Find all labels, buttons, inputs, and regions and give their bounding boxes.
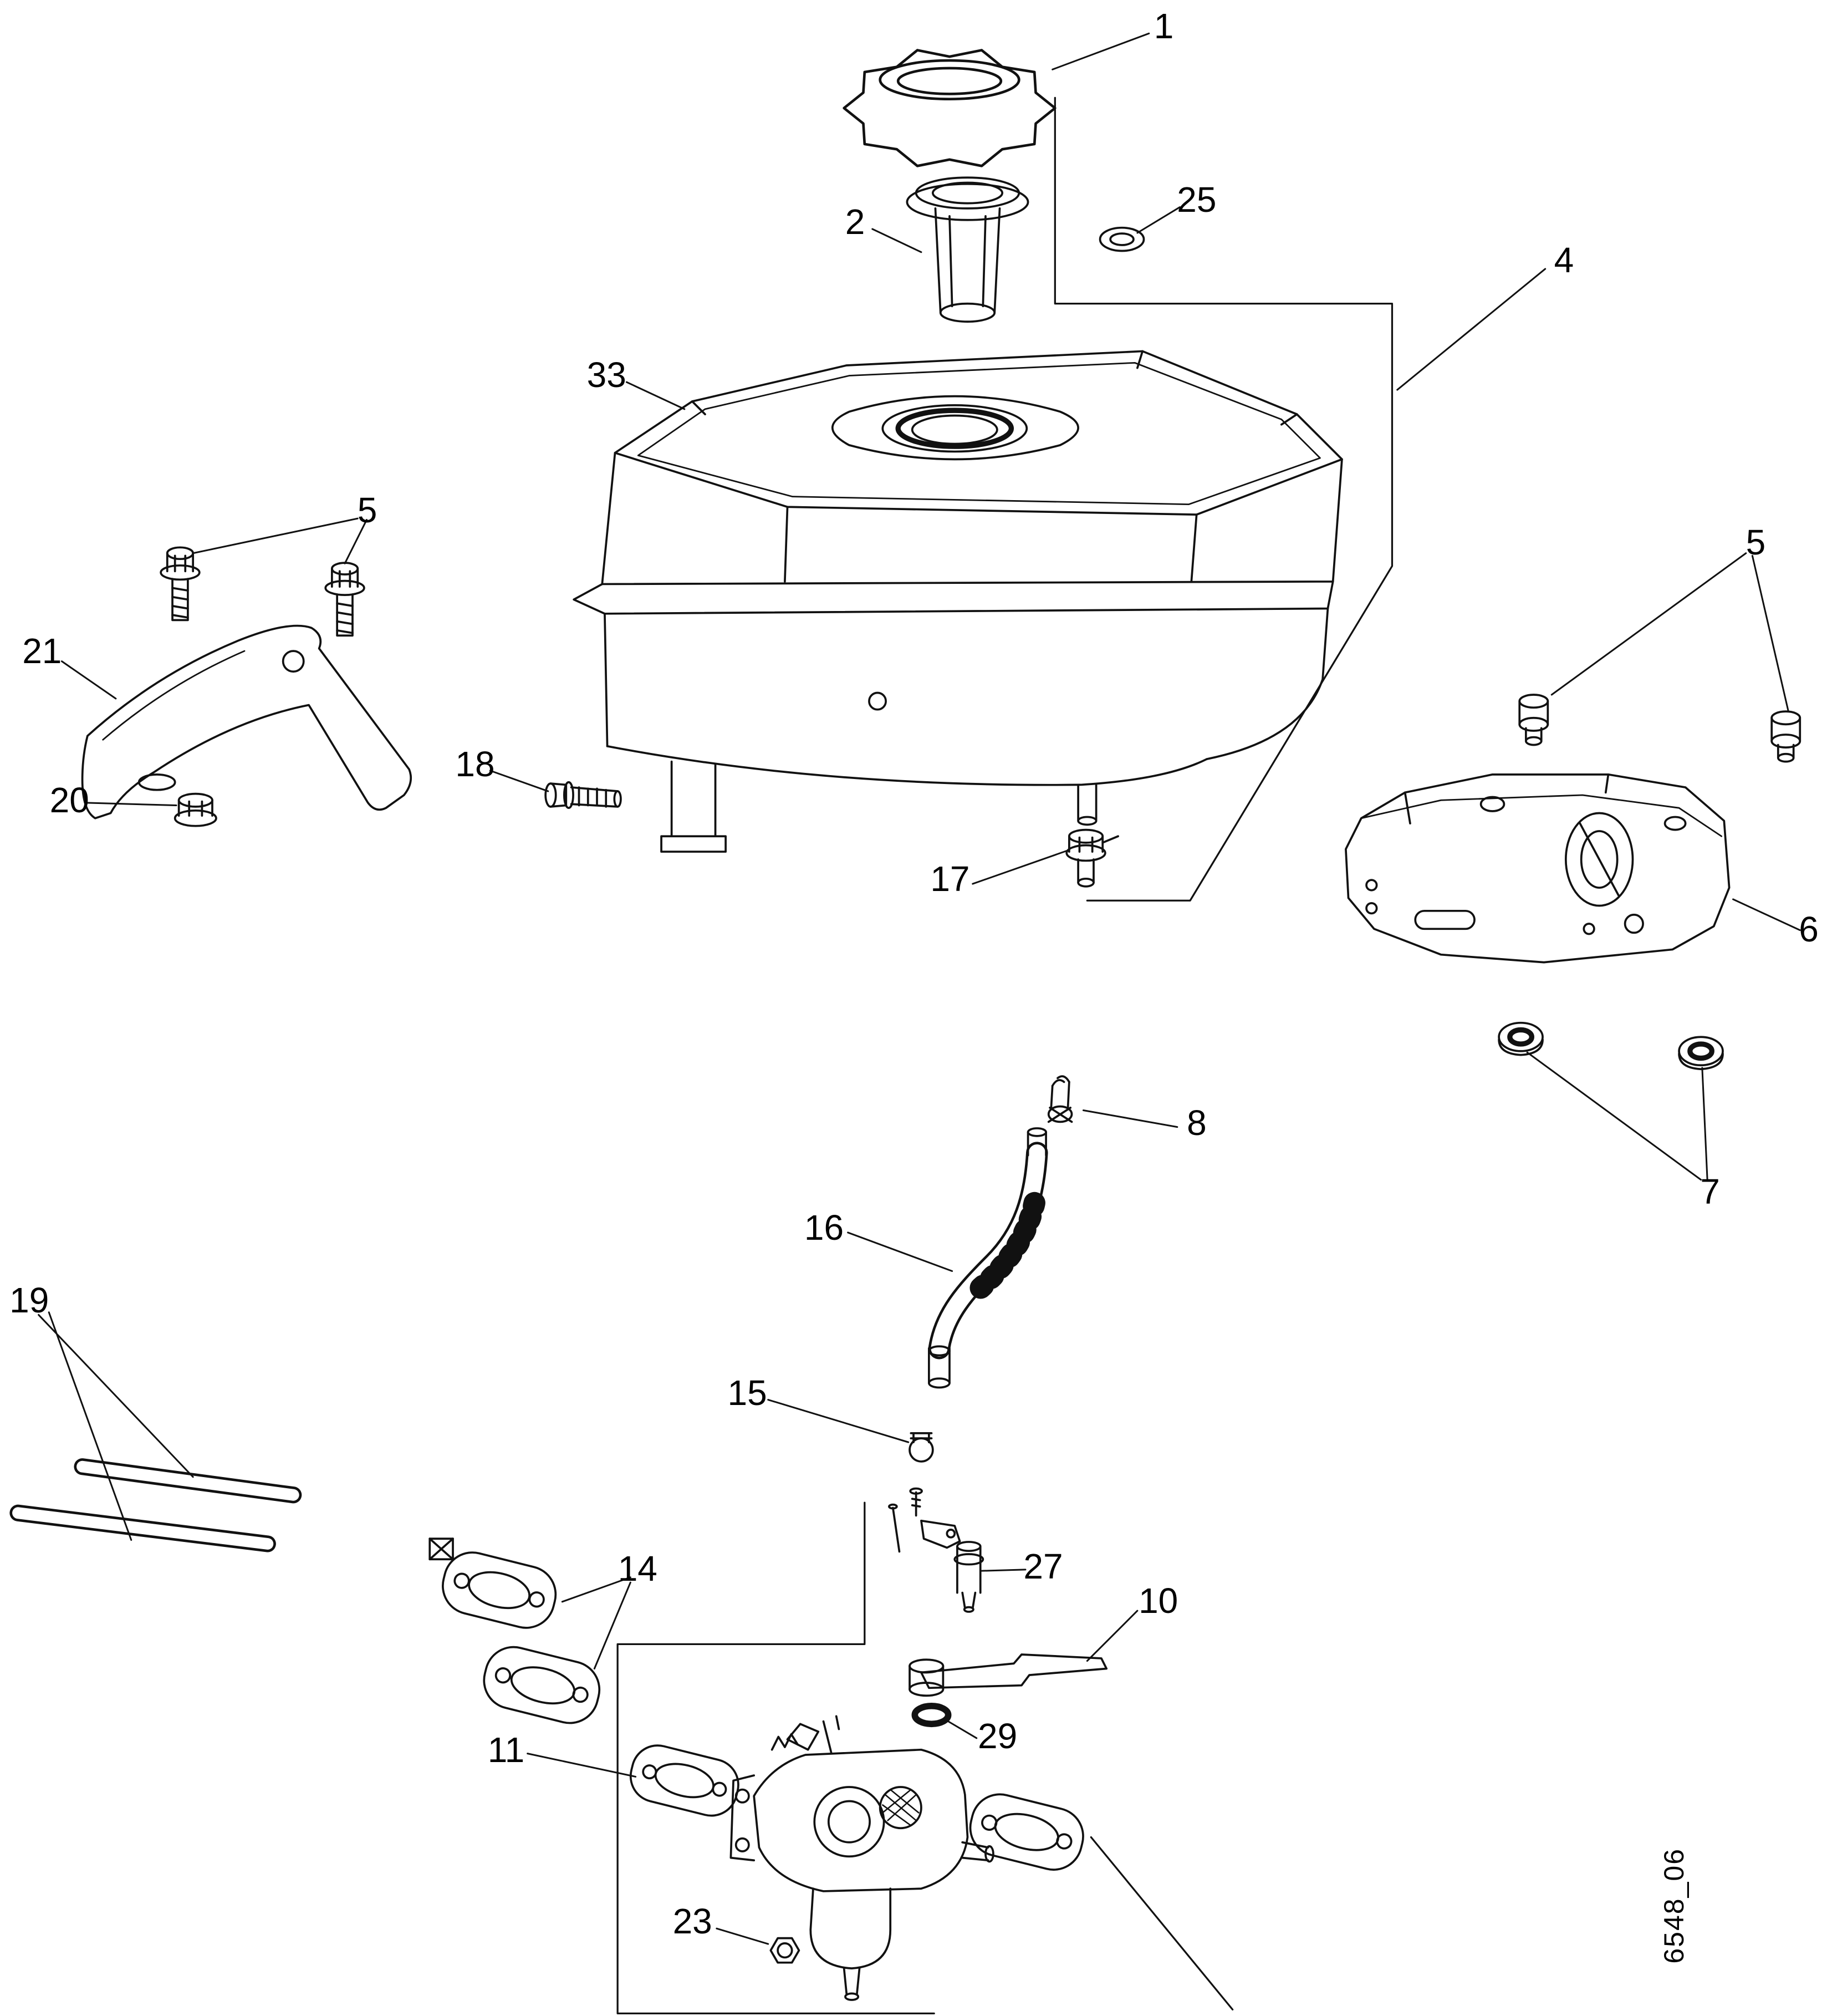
callout-11: 11: [487, 1730, 525, 1770]
grommets-7: [1499, 1023, 1723, 1070]
callout-29: 29: [978, 1715, 1018, 1756]
hose-clamp-15: [909, 1432, 934, 1463]
callout-14: 14: [617, 1548, 657, 1589]
bracket-left-21: [81, 624, 412, 819]
callout-5-left: 5: [357, 490, 377, 530]
callout-2: 2: [845, 201, 865, 242]
fuel-valve-17: [1065, 828, 1119, 888]
fuel-tank: [573, 350, 1343, 853]
callout-18: 18: [455, 744, 495, 785]
assembly-outline-carb-diagonal: [1090, 1836, 1234, 2011]
flange-bolts-left: [160, 546, 365, 637]
leader-lines: [38, 32, 1801, 1945]
gaskets-14: [428, 1538, 601, 1724]
callout-15: 15: [727, 1373, 767, 1413]
carburetor-11: [629, 1715, 1084, 2001]
callout-10: 10: [1139, 1580, 1178, 1621]
callout-33: 33: [586, 355, 626, 395]
callout-19: 19: [9, 1280, 49, 1321]
assembly-outline-carb: [616, 1501, 935, 2014]
callout-23: 23: [672, 1901, 712, 1942]
o-ring-29: [911, 1702, 952, 1728]
callout-21: 21: [22, 631, 62, 671]
fuel-filter-neck: [906, 176, 1029, 323]
callout-1: 1: [1154, 6, 1174, 47]
drawing-id: 6548_06: [1658, 1847, 1690, 1964]
nut-20: [173, 792, 217, 827]
bracket-right-6: [1345, 773, 1731, 964]
fuel-cap: [843, 49, 1057, 167]
callout-5-right: 5: [1746, 522, 1766, 563]
callout-6: 6: [1799, 909, 1819, 950]
callout-8: 8: [1187, 1103, 1207, 1143]
clip-8: [1047, 1075, 1073, 1123]
solenoid-27: [888, 1487, 984, 1613]
nut-23: [769, 1937, 800, 1964]
callout-25: 25: [1177, 179, 1217, 220]
fuel-tubes-19: [9, 1458, 302, 1552]
callout-4: 4: [1554, 240, 1574, 281]
callout-27: 27: [1023, 1546, 1063, 1587]
callout-7: 7: [1700, 1171, 1720, 1211]
callout-20: 20: [49, 780, 89, 821]
callout-17: 17: [930, 859, 970, 899]
grommet-25: [1099, 226, 1145, 252]
bolt-18: [544, 781, 622, 810]
lever-10: [909, 1653, 1108, 1697]
assembly-outline-tank: [1054, 96, 1394, 902]
callout-16: 16: [804, 1208, 844, 1248]
fuel-hose-16: [927, 1127, 1048, 1389]
mount-pins-right: [1518, 694, 1802, 763]
